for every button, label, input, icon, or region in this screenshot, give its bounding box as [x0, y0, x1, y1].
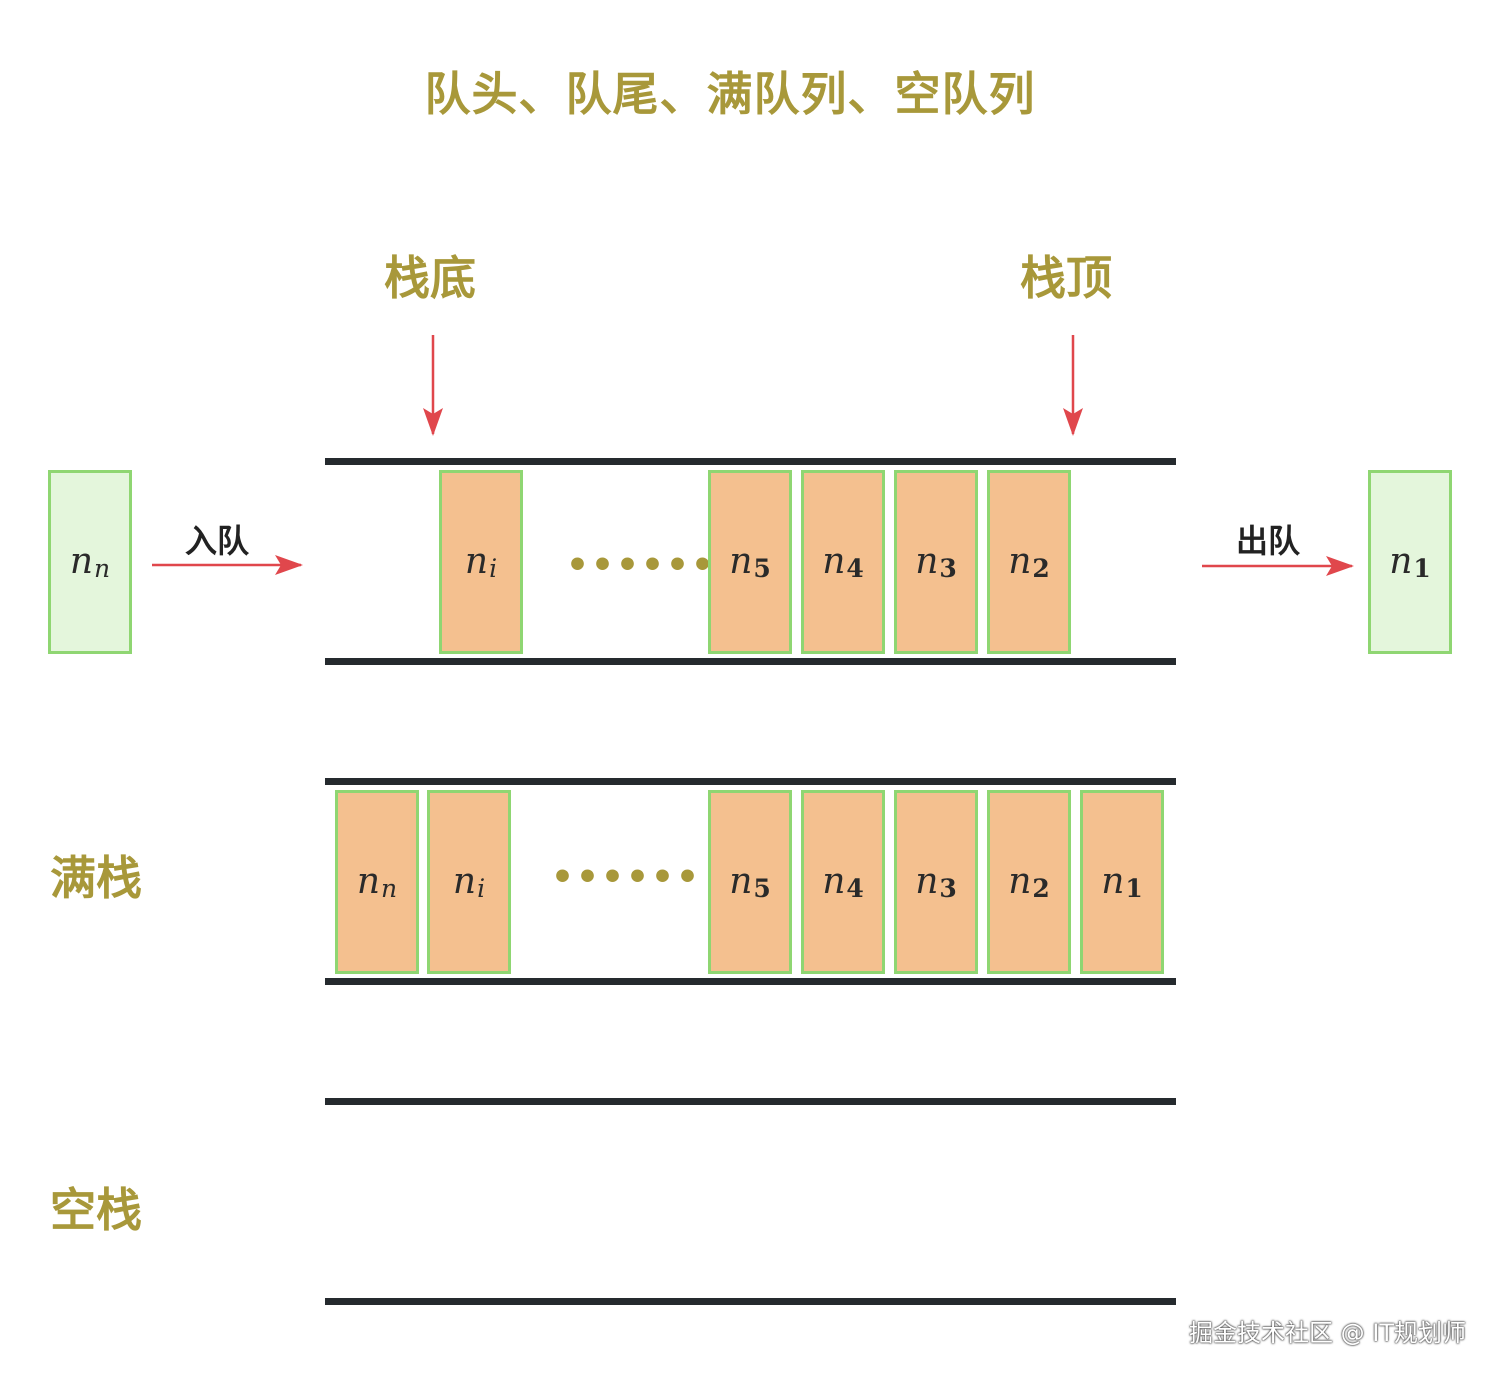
element-subscript: 5: [753, 873, 771, 903]
empty-stack-top-rail: [325, 1098, 1176, 1105]
element-subscript: n: [381, 873, 398, 903]
element-base: n: [822, 861, 846, 902]
element-base: n: [356, 861, 381, 902]
element-subscript: i: [489, 553, 498, 583]
element-base: n: [915, 861, 939, 902]
element-base: n: [822, 541, 846, 582]
enqueue-label: 入队: [185, 522, 250, 560]
full-stack-ellipsis: ••••••: [551, 857, 702, 898]
stack-top-label: 栈顶: [1020, 251, 1112, 305]
element-subscript: 4: [846, 873, 864, 903]
element-subscript: 4: [846, 553, 864, 583]
diagram-title: 队头、队尾、满队列、空队列: [424, 67, 1036, 121]
element-base: n: [915, 541, 939, 582]
element-subscript: 2: [1032, 553, 1050, 583]
element-base: n: [729, 541, 753, 582]
queue-ellipsis: ••••••: [566, 545, 717, 586]
element-base: n: [1389, 541, 1413, 582]
empty-stack-label: 空栈: [50, 1183, 142, 1237]
element-subscript: 1: [1125, 873, 1143, 903]
element-base: n: [1008, 541, 1032, 582]
element-base: n: [69, 541, 94, 582]
element-subscript: n: [94, 553, 111, 583]
watermark: 掘金技术社区 @ IT规划师: [1189, 1319, 1466, 1347]
element-subscript: 3: [939, 553, 957, 583]
element-subscript: 2: [1032, 873, 1050, 903]
element-subscript: 1: [1413, 553, 1431, 583]
dequeue-label: 出队: [1236, 522, 1301, 560]
empty-stack-bottom-rail: [325, 1298, 1176, 1305]
stack-bottom-label: 栈底: [384, 251, 476, 305]
element-base: n: [464, 541, 489, 582]
full-stack-top-rail: [325, 778, 1176, 785]
element-base: n: [452, 861, 477, 902]
element-subscript: 3: [939, 873, 957, 903]
element-base: n: [1101, 861, 1125, 902]
element-base: n: [1008, 861, 1032, 902]
queue-top-rail: [325, 458, 1176, 465]
queue-bottom-rail: [325, 658, 1176, 665]
full-stack-bottom-rail: [325, 978, 1176, 985]
full-stack-label: 满栈: [50, 851, 142, 905]
element-subscript: 5: [753, 553, 771, 583]
element-base: n: [729, 861, 753, 902]
element-subscript: i: [477, 873, 486, 903]
